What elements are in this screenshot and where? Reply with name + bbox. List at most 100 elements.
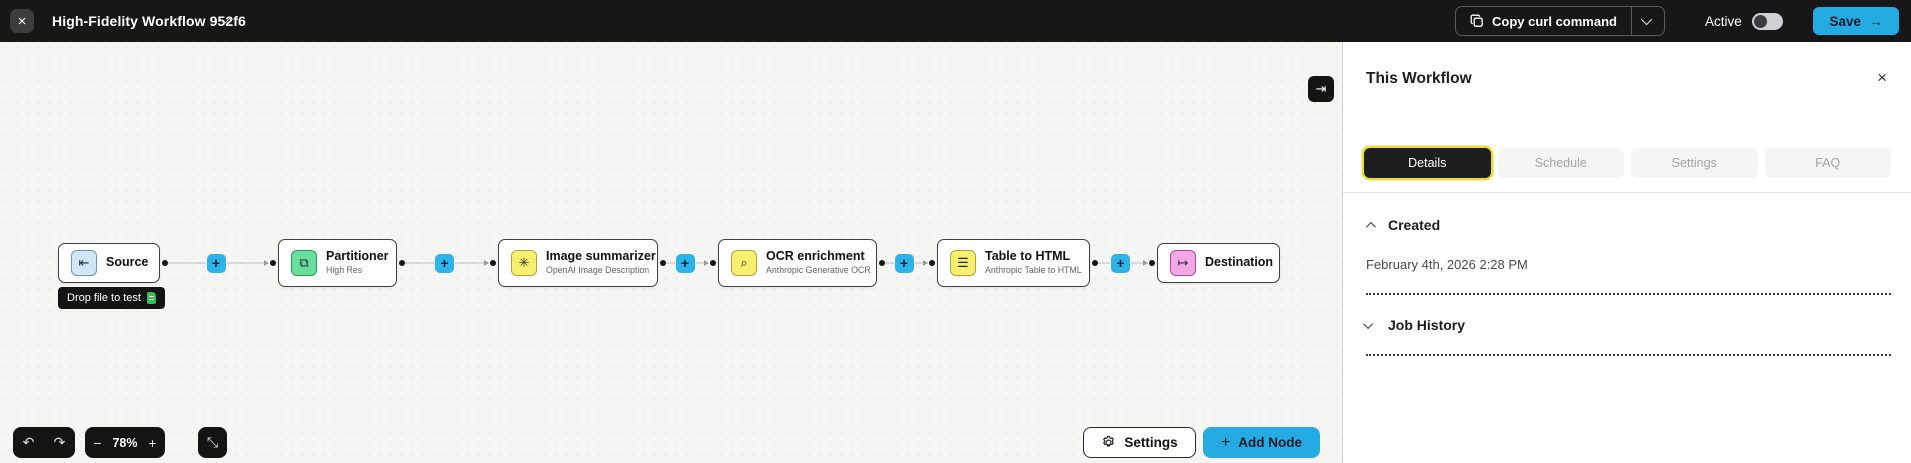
edge-target-dot (929, 260, 935, 266)
section-label: Created (1388, 217, 1441, 233)
edge-connector: + (399, 253, 496, 273)
fit-view-group: ⤡ (198, 427, 227, 458)
node-subtitle: High Res (326, 265, 363, 276)
zoom-controls: − 78% + (85, 427, 165, 458)
dotted-divider (1366, 293, 1891, 295)
collapse-right-icon: ⇥ (1315, 81, 1327, 96)
zoom-level: 78% (112, 435, 138, 450)
top-bar: × High-Fidelity Workflow 952f6 Copy curl… (0, 0, 1911, 42)
active-toggle-group: Active (1705, 0, 1783, 42)
plus-icon: + (148, 434, 157, 451)
tabs-divider (1343, 192, 1911, 193)
edge-arrowhead-icon (923, 260, 928, 266)
node-source[interactable]: ⇤Source (58, 243, 160, 283)
add-node-label: Add Node (1238, 435, 1303, 450)
active-toggle[interactable] (1751, 12, 1783, 30)
chevron-up-icon (1365, 221, 1376, 232)
fit-view-icon: ⤡ (206, 434, 219, 450)
arrow-right-icon: → (1869, 13, 1883, 29)
edge-target-dot (490, 260, 496, 266)
edge-line (1131, 262, 1143, 264)
plus-icon: + (1220, 433, 1231, 451)
edge-connector: + (162, 253, 276, 273)
sparkle-icon: ✳ (511, 250, 537, 276)
dotted-divider (1366, 354, 1891, 356)
zoom-in-button[interactable]: + (142, 435, 162, 451)
add-node-between-button[interactable]: + (1111, 253, 1130, 273)
edge-line (914, 262, 923, 264)
section-job-history: Job History (1363, 317, 1891, 356)
ocr-magnifier-icon: ⌕ (731, 250, 757, 276)
edge-target-dot (270, 260, 276, 266)
node-title: Source (106, 255, 149, 270)
node-destination[interactable]: ↦ Destination (1157, 243, 1280, 283)
copy-curl-dropdown-button[interactable] (1630, 7, 1664, 35)
edge-line (226, 262, 264, 264)
edge-source-dot (1092, 260, 1098, 266)
edge-line (695, 262, 704, 264)
add-node-between-button[interactable]: + (206, 253, 226, 273)
edge-connector: + (879, 253, 935, 273)
save-button[interactable]: Save → (1813, 7, 1899, 35)
drop-file-to-test-target[interactable]: Drop file to test (58, 287, 165, 309)
redo-icon: ↷ (53, 434, 66, 450)
undo-button[interactable]: ↶ (17, 434, 41, 451)
file-document-icon (146, 292, 156, 304)
node-subtitle: OpenAI Image Description (546, 265, 650, 276)
chevron-down-icon (1640, 13, 1653, 26)
undo-icon: ↶ (22, 434, 35, 450)
partitioner-icon: ⧉ (291, 250, 317, 276)
toggle-knob (1753, 14, 1767, 28)
node-title: OCR enrichment (766, 249, 865, 264)
edge-target-dot (710, 260, 716, 266)
tab-schedule[interactable]: Schedule (1497, 148, 1624, 178)
tab-details[interactable]: Details (1364, 148, 1491, 178)
destination-icon: ↦ (1170, 250, 1196, 276)
fit-view-button[interactable]: ⤡ (201, 434, 224, 451)
settings-button-label: Settings (1124, 435, 1178, 450)
edge-source-dot (399, 260, 405, 266)
panel-close-button[interactable]: × (1877, 68, 1887, 88)
edge-arrowhead-icon (704, 260, 709, 266)
tab-faq[interactable]: FAQ (1764, 148, 1891, 178)
section-header-created[interactable]: Created (1365, 217, 1891, 233)
copy-curl-label: Copy curl command (1492, 13, 1617, 29)
copy-curl-split-button: Copy curl command (1455, 6, 1665, 36)
workflow-title: High-Fidelity Workflow 952f6 (52, 13, 246, 29)
redo-button[interactable]: ↷ (48, 434, 72, 451)
canvas-settings-button[interactable]: Settings (1083, 427, 1196, 458)
table-icon: ☰ (950, 250, 976, 276)
zoom-out-button[interactable]: − (87, 435, 107, 451)
section-header-job-history[interactable]: Job History (1363, 317, 1891, 333)
edge-arrowhead-icon (484, 260, 489, 266)
add-node-button[interactable]: + Add Node (1203, 427, 1320, 458)
edge-line (885, 262, 894, 264)
node-title: Partitioner (326, 249, 389, 264)
edge-connector: + (1092, 253, 1155, 273)
add-node-between-button[interactable]: + (894, 253, 914, 273)
edge-arrowhead-icon (1143, 260, 1148, 266)
node-title: Destination (1205, 255, 1274, 270)
copy-curl-command-button[interactable]: Copy curl command (1456, 7, 1631, 35)
edge-connector: + (660, 253, 716, 273)
tab-settings[interactable]: Settings (1631, 148, 1758, 178)
edge-source-dot (879, 260, 885, 266)
collapse-panel-button[interactable]: ⇥ (1308, 76, 1334, 102)
edge-line (168, 262, 206, 264)
save-label: Save (1829, 13, 1862, 29)
add-node-between-button[interactable]: + (435, 253, 454, 273)
edge-line (405, 262, 434, 264)
add-node-between-button[interactable]: + (675, 253, 695, 273)
close-workflow-button[interactable]: × (10, 9, 34, 33)
